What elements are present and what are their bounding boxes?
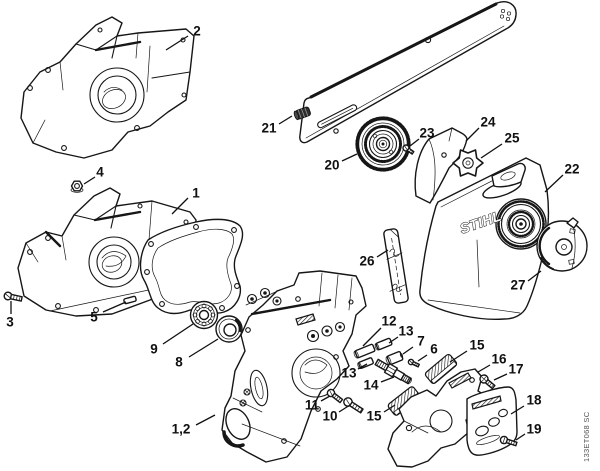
leader-line-11 — [320, 395, 331, 402]
leader-line-14 — [380, 376, 395, 383]
part-cover-plate-18 — [466, 386, 518, 456]
part-pin-13b — [357, 357, 374, 369]
callout-24: 24 — [480, 115, 496, 130]
callout-27: 27 — [510, 278, 525, 293]
leader-line-15b — [383, 404, 396, 413]
part-screw-3 — [3, 291, 23, 302]
part-screw-10 — [343, 397, 364, 414]
part-strip-26 — [383, 228, 409, 304]
callout-6: 6 — [430, 342, 438, 357]
callout-18: 18 — [526, 393, 542, 408]
callout-11: 11 — [305, 398, 320, 413]
leader-line-1-2 — [195, 414, 216, 426]
part-pin-12 — [353, 343, 376, 359]
callout-19: 19 — [526, 422, 541, 437]
callout-3: 3 — [6, 315, 14, 330]
part-brake-bracket-16 — [387, 368, 487, 468]
callout-1-2: 1,2 — [172, 422, 191, 437]
callout-2: 2 — [193, 24, 201, 39]
callout-7: 7 — [417, 334, 425, 349]
callout-15a: 15 — [469, 338, 485, 353]
leader-line-5 — [102, 301, 127, 313]
part-engine-housing-2 — [20, 16, 195, 159]
part-nut-4 — [70, 180, 84, 193]
callout-17: 17 — [508, 362, 523, 377]
callout-9: 9 — [150, 342, 158, 357]
callout-13a: 13 — [398, 324, 414, 339]
callout-21: 21 — [261, 121, 277, 136]
leader-line-2 — [165, 35, 189, 51]
callout-13b: 13 — [341, 366, 357, 381]
callout-26: 26 — [359, 254, 375, 269]
callout-14: 14 — [363, 378, 379, 393]
callout-5: 5 — [90, 310, 98, 325]
leader-line-8 — [188, 338, 219, 358]
part-oil-seal-8 — [215, 315, 243, 343]
leader-line-15a — [449, 350, 468, 363]
part-knob-25 — [452, 149, 484, 177]
callout-4: 4 — [96, 165, 104, 180]
callout-1: 1 — [192, 186, 200, 201]
leader-line-13a — [388, 336, 399, 344]
part-guard-plate-24 — [414, 127, 468, 204]
part-pin-13a — [374, 337, 393, 351]
callout-12: 12 — [381, 314, 396, 329]
leader-line-16 — [477, 364, 491, 373]
callout-23: 23 — [419, 126, 435, 141]
part-collar-nut-7 — [385, 350, 404, 366]
leader-line-23 — [409, 138, 420, 147]
leader-line-24 — [465, 127, 480, 142]
leader-line-10 — [338, 404, 351, 413]
callout-10: 10 — [322, 409, 337, 424]
leader-line-19 — [515, 433, 526, 441]
leader-line-12 — [362, 327, 382, 347]
leader-line-22 — [544, 174, 564, 193]
part-sprocket-cover-22: STIHL — [419, 157, 550, 321]
callout-16: 16 — [491, 352, 507, 367]
part-cap-27 — [536, 217, 588, 272]
leader-line-27 — [527, 270, 542, 282]
callout-8: 8 — [175, 355, 183, 370]
part-screw-19 — [499, 435, 518, 447]
part-guide-strip-15a — [424, 353, 458, 385]
leader-line-9 — [162, 323, 194, 345]
leader-line-7 — [402, 346, 414, 355]
callout-22: 22 — [564, 162, 579, 177]
part-bolt-14 — [374, 358, 412, 385]
part-ball-bearing-9 — [189, 300, 219, 330]
leader-line-25 — [480, 143, 503, 159]
leader-line-4 — [83, 176, 96, 185]
leader-line-18 — [510, 405, 525, 415]
leader-line-1 — [171, 197, 189, 215]
part-screw-6 — [407, 358, 420, 368]
diagram-code: 133ET068 SC — [582, 411, 591, 462]
part-chain-tensioner-pin-21 — [293, 106, 311, 121]
part-screw-17 — [479, 374, 496, 390]
part-crankcase-assembly-1-2 — [221, 270, 367, 463]
leader-line-21 — [278, 115, 293, 125]
leader-line-20 — [341, 153, 358, 162]
part-guide-bar — [299, 1, 517, 144]
leader-line-17 — [493, 373, 508, 381]
callout-15b: 15 — [366, 409, 382, 424]
callout-20: 20 — [324, 158, 339, 173]
leader-line-26 — [376, 249, 389, 258]
leader-line-13b — [357, 363, 368, 370]
leader-line-6 — [417, 354, 428, 362]
part-screw-11 — [326, 388, 344, 404]
part-gasket-5 — [139, 218, 244, 315]
part-sprocket-20 — [355, 116, 411, 172]
part-screw-23 — [402, 144, 415, 155]
callout-25: 25 — [504, 131, 520, 146]
